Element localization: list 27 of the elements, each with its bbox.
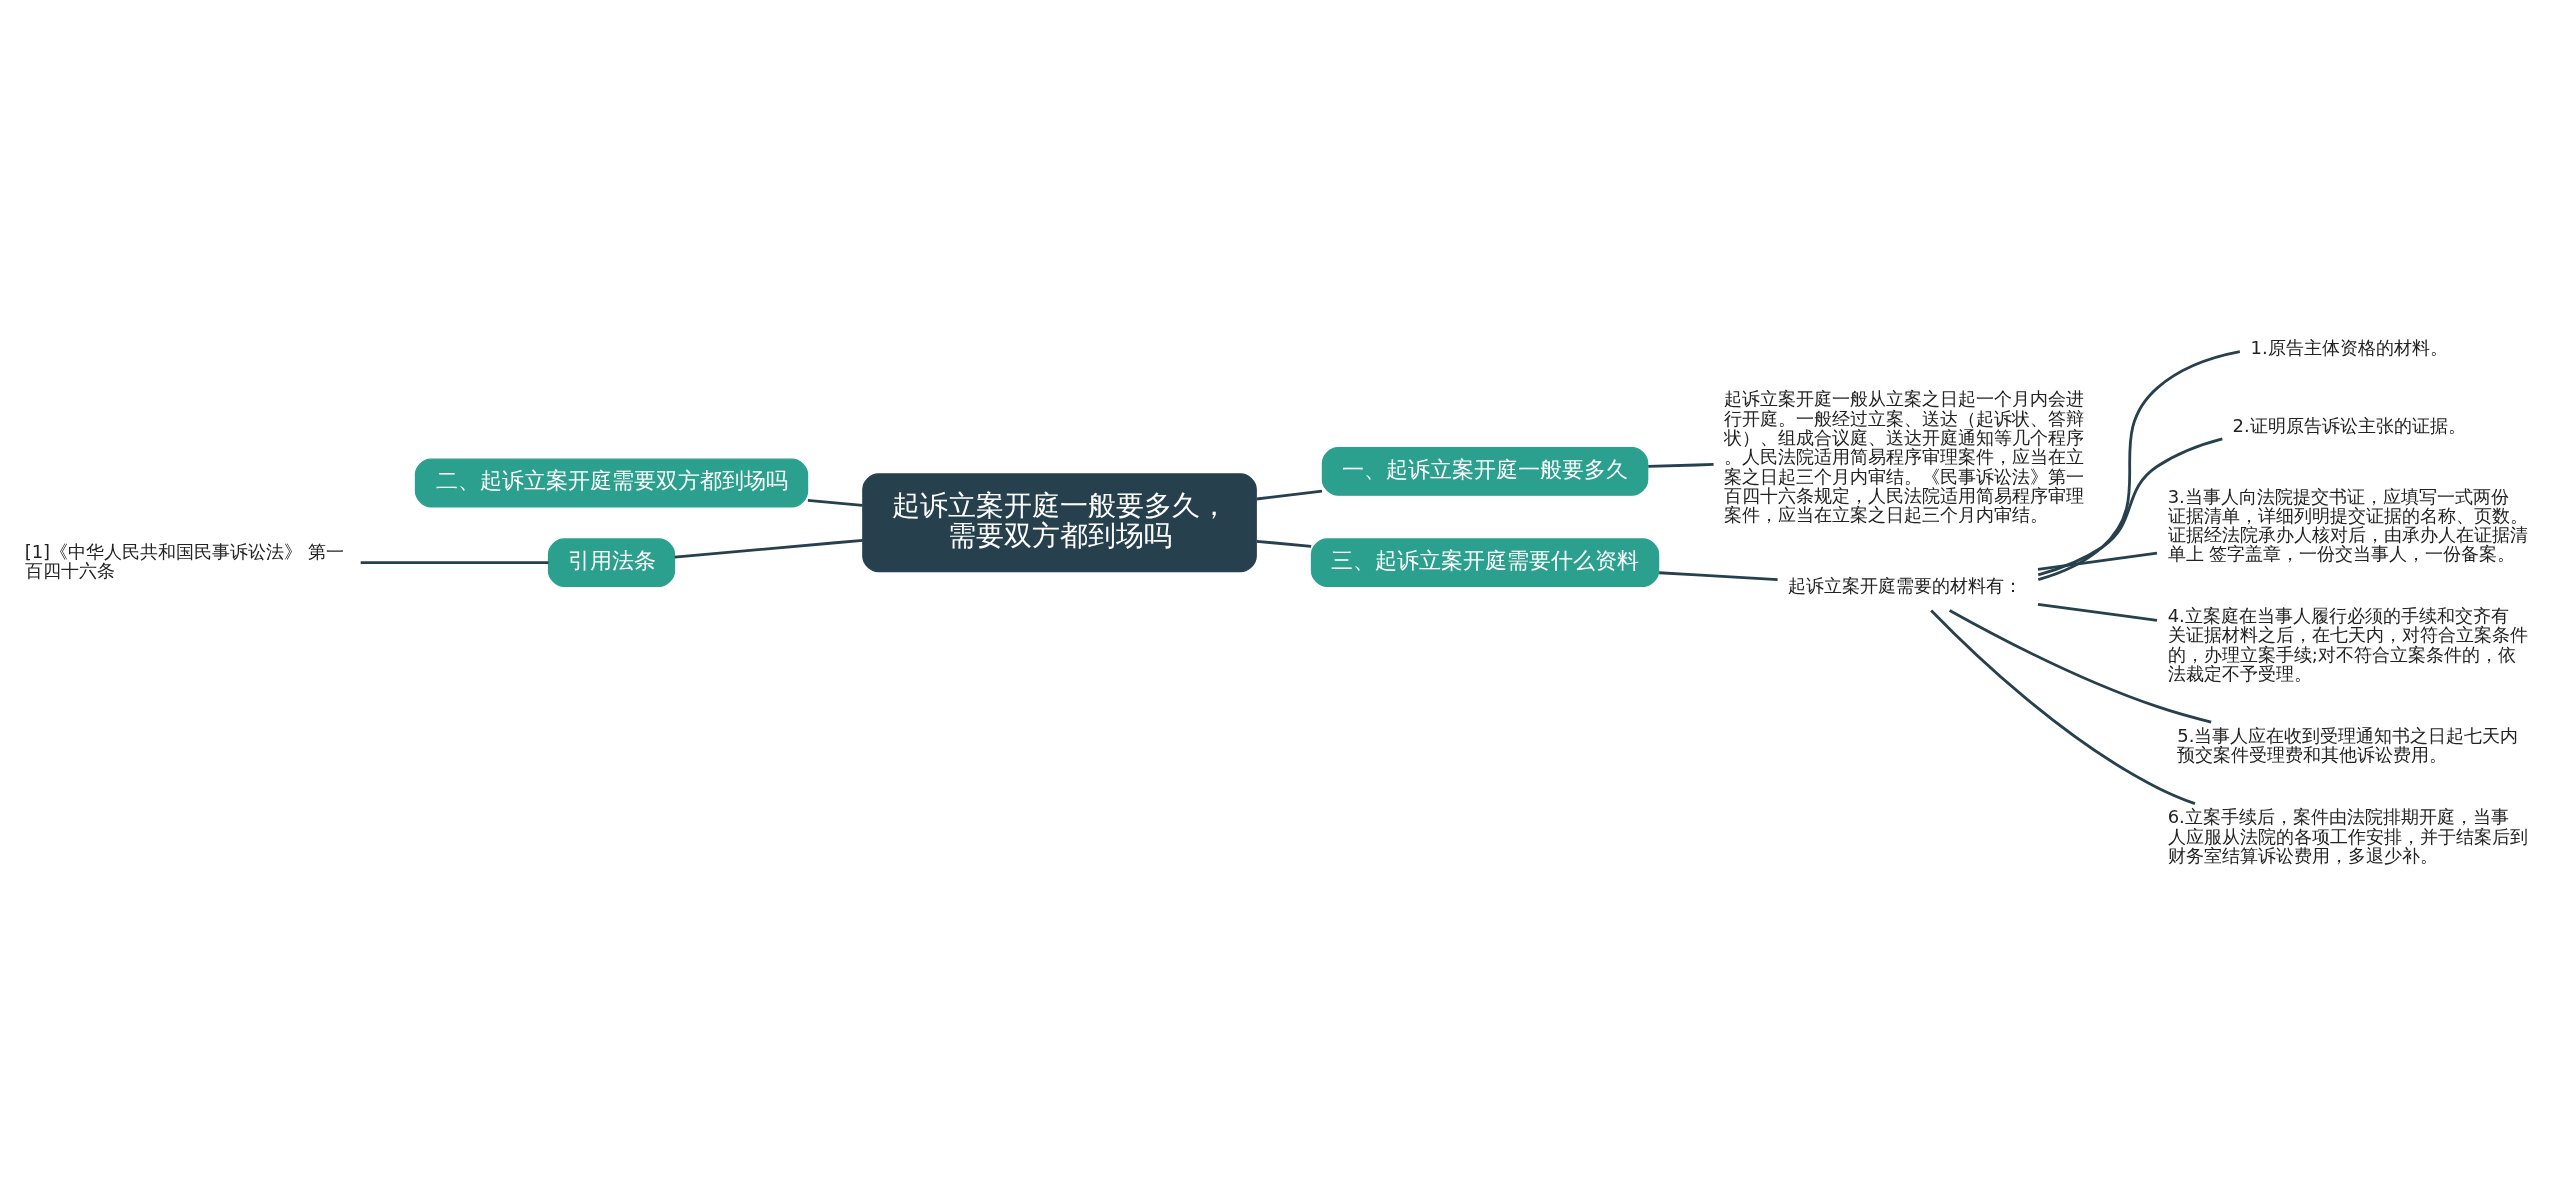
node-text: 3.当事人向法院提交书证，应填写一式两份证据清单，详细列明提交证据的名称、页数。证据经法院承办人核对后，由承办人在证据清单上 签字盖章，一份交当事人，一份备案。 [2167, 485, 2528, 564]
node-box: 起诉立案开庭一般要多久，需要双方都到场吗 [862, 472, 1257, 572]
node-box: 二、起诉立案开庭需要双方都到场吗 [414, 458, 809, 507]
node-text: 4.立案庭在当事人履行必须的手续和交齐有关证据材料之后，在七天内，对符合立案条件的，办理立案手续;对不符合立案条件的，依法裁定不予受理。 [2167, 604, 2528, 684]
node-text: 5.当事人应在收到受理通知书之日起七天内预交案件受理费和其他诉讼费用。 [2177, 724, 2519, 765]
node-text: 起诉立案开庭一般从立案之日起一个月内会进行开庭。一般经过立案、送达（起诉状、答辩状）、组成合议庭、送达开庭通知等几个程序。人民法院适用简易程序审理案件，应当在立案之日起三个月内审结。《民事诉讼法》第一百四十六条规定，人民法院适用简易程序审理案件，应当在立案之日起三个月内审结。 [1724, 387, 2085, 525]
connector [2037, 551, 2158, 571]
node-text: 6.立案手续后，案件由法院排期开庭，当事人应服从法院的各项工作安排，并于结案后到财务室结算诉讼费用，多退少补。 [2167, 805, 2528, 866]
connector [1256, 539, 1312, 548]
connector [1648, 462, 1714, 468]
connector [674, 538, 863, 559]
node-box: 一、起诉立案开庭一般要多久 [1321, 446, 1649, 496]
connector [1930, 608, 2196, 805]
connector [807, 498, 863, 507]
connector [2037, 602, 2158, 622]
connector [1256, 489, 1323, 500]
connector [1659, 570, 1778, 581]
connector [1949, 608, 2212, 723]
node-box: 引用法条 [547, 537, 676, 587]
node-text: 2.证明原告诉讼主张的证据。 [2232, 414, 2466, 436]
node-text: 起诉立案开庭需要的材料有： [1788, 574, 2023, 596]
node-box: 三、起诉立案开庭需要什么资料 [1310, 537, 1660, 587]
connector [360, 560, 549, 564]
connector [2037, 349, 2241, 581]
node-text: [1]《中华人民共和国民事诉讼法》 第一百四十六条 [24, 540, 344, 581]
connector [2037, 436, 2223, 576]
node-text: 1.原告主体资格的材料。 [2250, 336, 2448, 358]
